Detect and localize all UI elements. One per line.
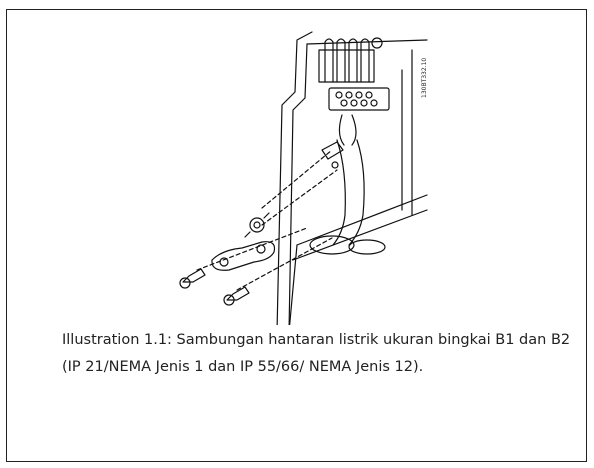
illustration-frame: 130BT332.10 Illustration 1.1: Sambungan … bbox=[6, 9, 587, 462]
figure-id-code: 130BT332.10 bbox=[421, 57, 428, 98]
assembly-lines bbox=[196, 149, 338, 291]
enclosure-outline bbox=[276, 31, 428, 325]
wiring-illustration: 130BT332.10 bbox=[7, 10, 588, 325]
cable-clamp-bracket bbox=[211, 241, 276, 271]
enclosure-clamp bbox=[321, 141, 344, 169]
drive-connection-drawing bbox=[179, 31, 428, 325]
clamp-screws bbox=[179, 268, 250, 306]
ground-screw bbox=[244, 212, 270, 238]
terminal-block bbox=[318, 37, 390, 111]
figure-caption: Illustration 1.1: Sambungan hantaran lis… bbox=[62, 332, 571, 375]
cable bbox=[309, 114, 386, 255]
